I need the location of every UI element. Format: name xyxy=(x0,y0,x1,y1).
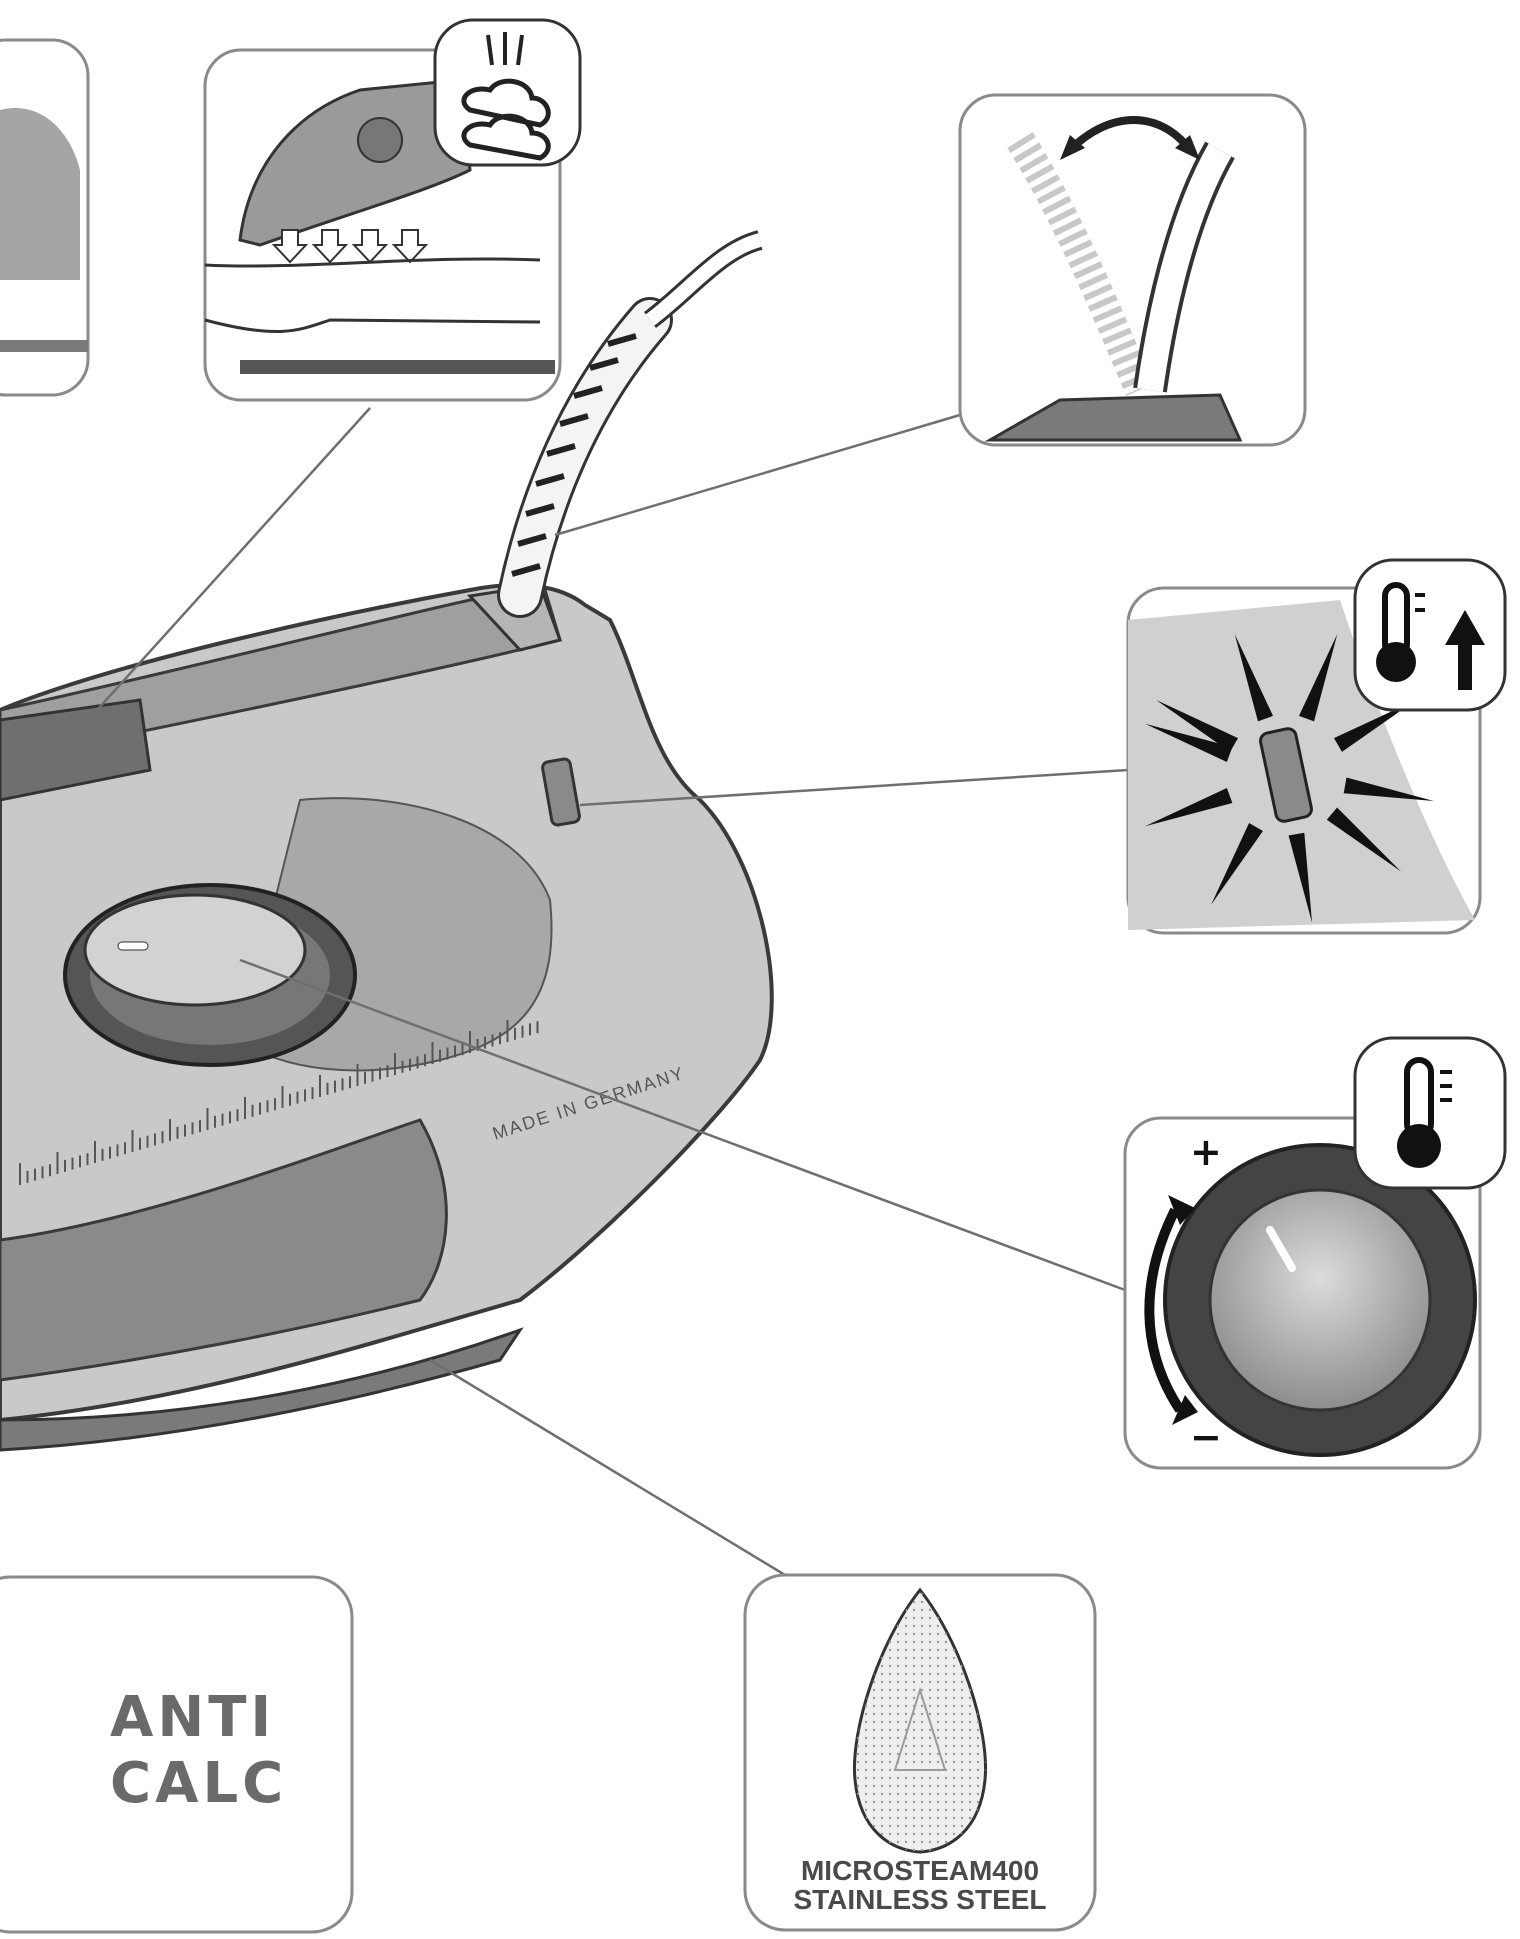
soleplate-icon xyxy=(852,1587,988,1854)
cord-stripe xyxy=(559,413,589,427)
soleplate-label-line2: STAINLESS STEEL xyxy=(793,1884,1047,1915)
adjust-arrow xyxy=(1144,1207,1185,1413)
callout-swivel-cord xyxy=(958,93,1307,447)
glow-ray xyxy=(1333,700,1416,752)
indicator-lamp-closeup xyxy=(1259,727,1313,823)
cord-stripe xyxy=(517,533,547,547)
cord-stripe xyxy=(573,385,603,399)
glow-ray xyxy=(1299,634,1338,722)
steam-arrows xyxy=(271,229,429,264)
cord-stripe xyxy=(607,333,637,347)
glow-ray xyxy=(1145,723,1233,762)
glow-ray xyxy=(1234,634,1273,722)
cord-stripes xyxy=(511,333,637,577)
callout-vertical-steam xyxy=(203,18,582,402)
plus-sign: + xyxy=(1190,1130,1222,1174)
steam-icon xyxy=(433,18,582,167)
leader-lines xyxy=(69,407,1129,1577)
callout-heat-indicator xyxy=(1126,558,1507,935)
iron-body: MADE IN GERMANY xyxy=(0,583,774,1452)
steam-arrow xyxy=(271,229,309,264)
cord-stripe xyxy=(546,443,576,457)
lower-skirt xyxy=(0,1118,448,1382)
glow-ray xyxy=(1211,822,1263,905)
heat-indicator-lamp xyxy=(541,757,581,827)
cord-stripe xyxy=(525,503,555,517)
thermometer-icon xyxy=(1353,1036,1507,1190)
anticalc-label-line1: ANTI xyxy=(110,1685,276,1750)
callout-temperature-dial: + − xyxy=(1123,1036,1507,1470)
anticalc-label-line2: CALC xyxy=(110,1751,288,1816)
soleplate-label-line1: MICROSTEAM400 xyxy=(800,1855,1040,1886)
minus-sign: − xyxy=(1190,1415,1222,1459)
steam-arrow xyxy=(391,229,429,264)
swivel-cord-icon xyxy=(1060,116,1200,160)
cord-stripe xyxy=(511,563,541,577)
steam-arrow xyxy=(351,229,389,264)
callout-soleplate xyxy=(743,1573,1097,1932)
callout-anticalc xyxy=(0,1575,354,1934)
cord-stripe xyxy=(535,473,565,487)
thermometer-rising-icon xyxy=(1353,558,1507,712)
steam-arrow xyxy=(311,229,349,264)
glow-ray xyxy=(1326,807,1401,872)
power-cord xyxy=(497,230,763,618)
dial-face xyxy=(1208,1188,1432,1412)
cord-stripe xyxy=(589,357,619,371)
glow-ray xyxy=(1156,700,1239,752)
glow-ray xyxy=(1145,788,1233,827)
ruler-scale xyxy=(19,1020,539,1185)
body-temperature-dial[interactable] xyxy=(63,883,357,1067)
handle-cap xyxy=(0,698,152,802)
soleplate-edge xyxy=(0,1327,524,1452)
glow-ray xyxy=(1343,777,1434,802)
glow-ray xyxy=(1288,832,1313,923)
glow-rays xyxy=(1145,634,1434,923)
callout-partial-left xyxy=(0,38,90,397)
